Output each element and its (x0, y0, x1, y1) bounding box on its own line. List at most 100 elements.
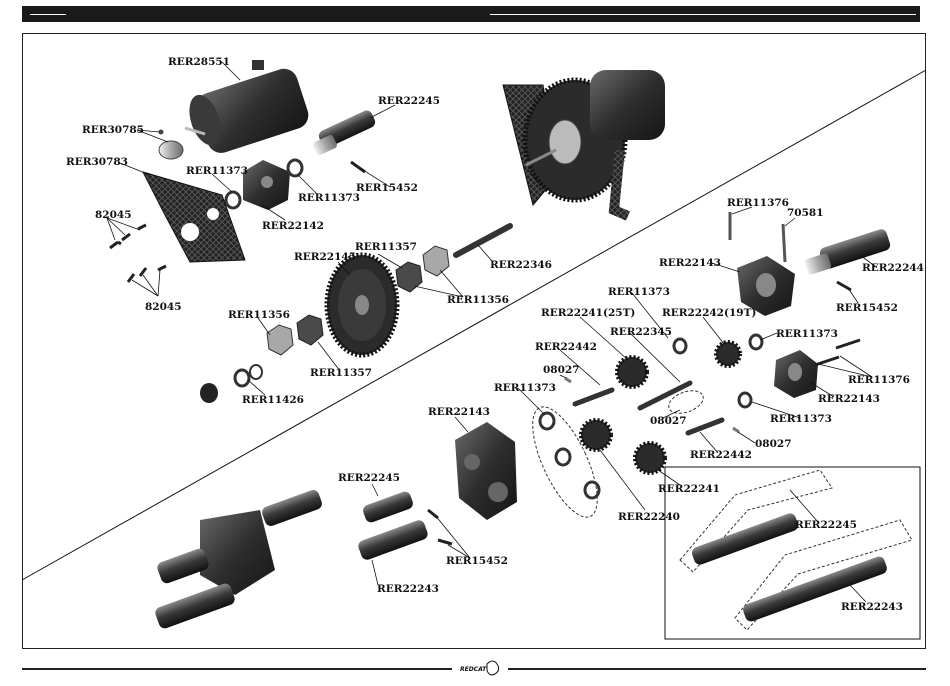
screws-82045 (109, 223, 167, 283)
label-RER11373-c: RER11373 (608, 286, 670, 298)
inset-group-outline-a (679, 469, 833, 573)
bearing-d (748, 333, 764, 351)
label-RER22143-b: RER22143 (818, 393, 880, 405)
gear-RER22241 (633, 441, 667, 475)
bearing-RER11426 (233, 368, 251, 388)
label-RER30783: RER30783 (66, 156, 128, 168)
label-08027-a: 08027 (543, 364, 580, 376)
label-RER11373-b: RER11373 (298, 192, 360, 204)
slipper-pad-a (395, 261, 423, 293)
label-RER22245-box: RER22245 (795, 519, 857, 531)
header-rule-right (490, 14, 916, 15)
label-RER11373-f: RER11373 (770, 413, 832, 425)
bearing-f (538, 411, 556, 431)
label-RER15452-a: RER15452 (356, 182, 418, 194)
label-RER11357-b: RER11357 (310, 367, 372, 379)
screw-RER15452-a (350, 160, 366, 174)
divider-line (21, 69, 927, 581)
gear-25T (615, 355, 649, 389)
footer-rule-left (22, 668, 452, 670)
bearing-block-RER22142 (243, 160, 290, 210)
bearing-h (583, 480, 601, 500)
diagram-frame (22, 33, 926, 649)
part-labels: RER28551 RER22245 RER30785 RER30783 RER1… (66, 56, 924, 613)
label-RER22346: RER22346 (490, 259, 552, 271)
pin-08027-a (564, 376, 572, 384)
header-bar (22, 6, 920, 22)
nut (200, 383, 218, 403)
label-RER22243-box: RER22243 (841, 601, 903, 613)
label-RER11373-a: RER11373 (186, 165, 248, 177)
label-RER11357-a: RER11357 (355, 241, 417, 253)
inset-group-outline-b (734, 519, 913, 631)
gear-RER22240 (579, 418, 613, 452)
motor (184, 60, 309, 153)
label-RER22241: RER22241 (658, 483, 720, 495)
label-82045-a: 82045 (95, 209, 132, 221)
label-70581: 70581 (787, 207, 824, 219)
inset-shaft-top (691, 513, 799, 565)
slipper-pad-d (296, 314, 324, 346)
label-RER22145: RER22145 (294, 251, 356, 263)
leader-lines (106, 61, 877, 603)
label-RER22245-top: RER22245 (378, 95, 440, 107)
label-RER22242-19T: RER22242(19T) (662, 307, 756, 319)
footer-logo-text: REDCAT (460, 666, 487, 673)
label-RER22142: RER22142 (262, 220, 324, 232)
bearing-group-outline (532, 406, 598, 518)
bearing-b (286, 158, 304, 178)
label-RER22241-25T: RER22241(25T) (541, 307, 635, 319)
label-RER11356-b: RER11356 (228, 309, 290, 321)
driveshaft-RER22245-mid (363, 491, 413, 523)
shaft-RER22345 (637, 380, 693, 411)
label-RER22442-b: RER22442 (690, 449, 752, 461)
label-RER11356-a: RER11356 (447, 294, 509, 306)
slipper-pad-b (422, 245, 450, 277)
screw-RER15452-c2 (437, 538, 453, 546)
case-half-RER22143-b (774, 350, 818, 398)
label-RER22143-c: RER22143 (428, 406, 490, 418)
label-RER15452-c: RER15452 (446, 555, 508, 567)
pin-08027-c (732, 426, 740, 434)
footer-rule-right (508, 668, 926, 670)
output-shaft-RER22244 (804, 229, 891, 275)
pin-group-08027 (668, 390, 704, 414)
gear-19T (714, 340, 742, 368)
shaft-RER22442-b (685, 417, 725, 436)
slipper-shaft-RER22346 (453, 223, 513, 258)
label-RER11426: RER11426 (242, 394, 304, 406)
label-RER11376-a: RER11376 (727, 197, 789, 209)
label-82045-b: 82045 (145, 301, 182, 313)
screw-70581 (781, 223, 787, 263)
bearing-e (737, 391, 753, 409)
label-RER22244: RER22244 (862, 262, 924, 274)
bearing-a (224, 190, 242, 210)
carbon-motor-plate (142, 171, 246, 263)
label-RER11373-e: RER11373 (494, 382, 556, 394)
label-RER30785: RER30785 (82, 124, 144, 136)
inset-box (664, 466, 921, 640)
screw-RER11376-b1 (814, 355, 840, 367)
bearing-RER11426-b (249, 364, 263, 380)
label-RER22240: RER22240 (618, 511, 680, 523)
assembled-transmission-top (502, 70, 665, 221)
label-RER22143-a: RER22143 (659, 257, 721, 269)
assembled-transmission-bottom (155, 490, 322, 629)
label-RER22442-a: RER22442 (535, 341, 597, 353)
label-08027-c: 08027 (755, 438, 792, 450)
bearing-c (672, 337, 688, 355)
label-RER11376-b: RER11376 (848, 374, 910, 386)
slipper-pad-c (266, 324, 294, 356)
label-RER22245-mid: RER22245 (338, 472, 400, 484)
footer-logo-cat-icon (486, 660, 500, 676)
label-RER11373-d: RER11373 (776, 328, 838, 340)
bearing-g (554, 447, 572, 467)
input-shaft-RER22245 (313, 110, 376, 156)
header-rule-left (30, 14, 66, 15)
shaft-RER22442-a (572, 387, 615, 407)
footer-logo: REDCAT (460, 660, 500, 676)
label-RER22345: RER22345 (610, 326, 672, 338)
case-half-RER22143-a (737, 256, 795, 316)
label-08027-b: 08027 (650, 415, 687, 427)
